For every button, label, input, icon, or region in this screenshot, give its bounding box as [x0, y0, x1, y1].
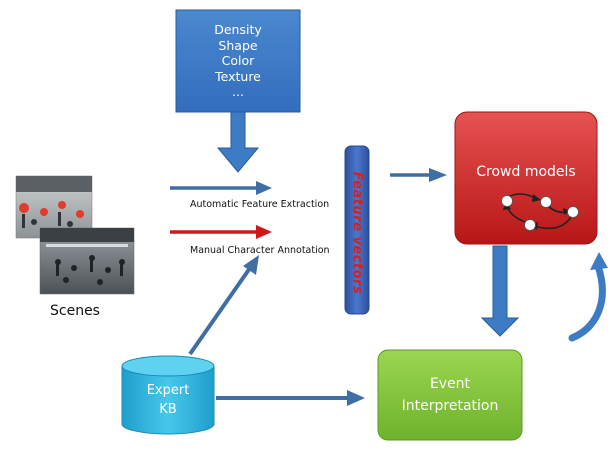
auto-extraction-arrow	[170, 181, 272, 195]
expert-to-annotation-arrow	[188, 255, 259, 356]
kb-label: KB	[159, 402, 177, 417]
features-down-arrow	[216, 111, 260, 173]
feature-vectors-label: Feature vectors	[349, 171, 365, 295]
event-label: Event	[429, 376, 471, 392]
feature-texture: Texture	[215, 68, 261, 84]
crowd-models-label: Crowd models	[476, 164, 576, 180]
model-node	[501, 195, 513, 207]
crowd-models-text: Crowd models	[455, 162, 597, 182]
model-node	[524, 219, 536, 231]
expert-label: Expert	[146, 383, 190, 398]
event-text: Event Interpretation	[378, 372, 522, 418]
crowd-model-graph	[501, 193, 579, 231]
feature-shape: Shape	[218, 37, 258, 53]
features-box	[175, 9, 301, 113]
feature-density: Density	[214, 22, 262, 38]
feedback-curve-arrow	[568, 252, 608, 342]
feature-color: Color	[221, 53, 255, 69]
scene-image-bottom	[39, 227, 135, 295]
features-list: Density Shape Color Texture ...	[176, 10, 300, 112]
model-node	[540, 196, 552, 208]
scenes-label: Scenes	[50, 303, 100, 319]
expert-kb-text: Expert KB	[122, 378, 214, 422]
event-interpretation-box	[377, 349, 523, 441]
manual-annotation-label: Manual Character Annotation	[190, 245, 330, 256]
auto-extraction-label: Automatic Feature Extraction	[190, 199, 330, 210]
feature-vectors-bar	[344, 145, 370, 315]
feature-ellipsis: ...	[232, 84, 244, 100]
scene-image-top	[15, 175, 93, 239]
crowd-to-event-arrow	[480, 245, 520, 337]
crowd-models-box	[454, 111, 598, 245]
model-node	[567, 206, 579, 218]
expert-to-event-arrow	[216, 390, 365, 406]
expert-kb-cylinder	[121, 355, 215, 435]
interpretation-label: Interpretation	[401, 398, 499, 414]
manual-annotation-arrow	[170, 225, 272, 239]
vectors-to-crowd-arrow	[390, 168, 447, 182]
